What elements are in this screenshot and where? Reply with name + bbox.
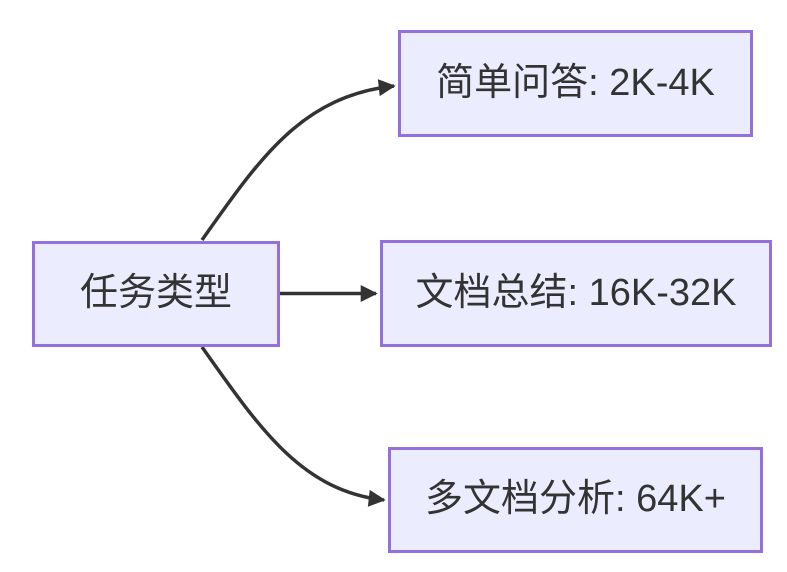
node-simple-qa: 简单问答: 2K-4K bbox=[398, 30, 753, 137]
node-doc-summary-label: 文档总结: 16K-32K bbox=[415, 271, 737, 314]
node-task-type-label: 任务类型 bbox=[79, 272, 232, 315]
node-multi-doc-analysis: 多文档分析: 64K+ bbox=[388, 447, 763, 553]
edge-root-to-simple-qa bbox=[200, 79, 396, 242]
node-multi-doc-analysis-label: 多文档分析: 64K+ bbox=[425, 478, 726, 521]
node-task-type: 任务类型 bbox=[32, 241, 280, 347]
edge-root-to-multi-doc bbox=[200, 345, 386, 507]
node-doc-summary: 文档总结: 16K-32K bbox=[380, 240, 772, 347]
node-simple-qa-label: 简单问答: 2K-4K bbox=[436, 61, 715, 104]
